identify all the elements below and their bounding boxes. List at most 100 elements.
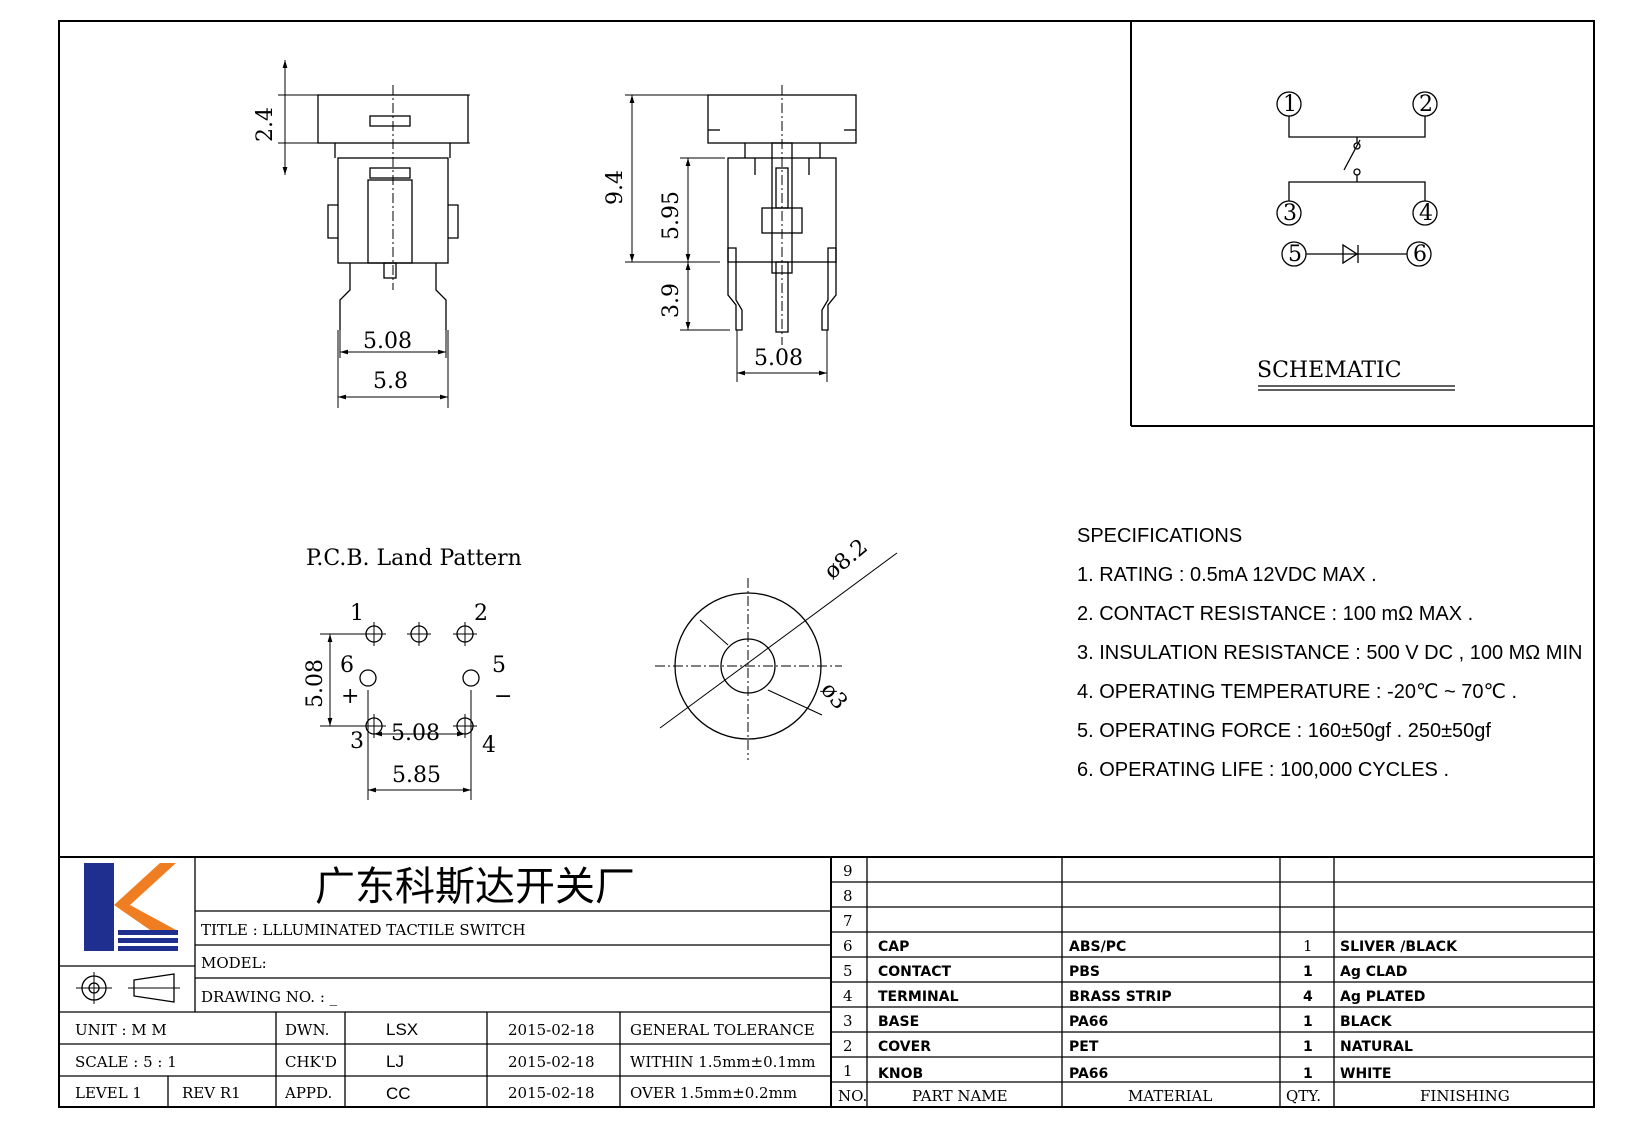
- drawing-number-field: DRAWING NO. : _: [201, 988, 338, 1006]
- bom-finish: SLIVER /BLACK: [1340, 939, 1458, 955]
- level-label: LEVEL 1: [75, 1084, 142, 1102]
- bom-no: 3: [843, 1012, 853, 1030]
- chk-label: CHK'D: [285, 1053, 337, 1071]
- dim-side-pitch: 5.08: [754, 346, 803, 371]
- bom-header-part: PART NAME: [912, 1087, 1008, 1105]
- logo-stripe-3: [118, 946, 178, 951]
- bom-no: 6: [843, 937, 853, 955]
- spec-item-6: 6. OPERATING LIFE : 100,000 CYCLES .: [1077, 759, 1449, 781]
- spec-item-1: 1. RATING : 0.5mA 12VDC MAX .: [1077, 564, 1377, 586]
- bom-qty: 1: [1303, 1039, 1313, 1055]
- dim-pin-length: 3.9: [659, 283, 684, 318]
- pcb-minus: −: [494, 684, 512, 709]
- bom-no: 4: [843, 987, 853, 1005]
- bom-material: ABS/PC: [1069, 939, 1126, 955]
- bom-header-finishing: FINISHING: [1420, 1087, 1510, 1105]
- chk-date: 2015-02-18: [508, 1053, 594, 1071]
- top-view: ø8.2 ø3: [655, 534, 898, 760]
- bom-finish: WHITE: [1340, 1066, 1391, 1082]
- unit-label: UNIT : M M: [75, 1021, 167, 1039]
- schematic-title: SCHEMATIC: [1257, 358, 1402, 383]
- bom-material: PA66: [1069, 1066, 1108, 1082]
- spec-heading: SPECIFICATIONS: [1077, 525, 1242, 547]
- bom-no: 9: [843, 862, 853, 880]
- bom-qty: 1: [1303, 937, 1313, 955]
- dim-total-height: 9.4: [603, 170, 628, 205]
- sch-pin-5: 5: [1288, 242, 1302, 267]
- pcb-land-pattern: P.C.B. Land Pattern 1 2 3 4 5 6 + − 5.08…: [303, 546, 522, 800]
- pcb-pin-6: 6: [340, 653, 354, 678]
- bom-header-material: MATERIAL: [1128, 1087, 1212, 1105]
- dwn-label: DWN.: [285, 1021, 329, 1039]
- tolerance-over: OVER 1.5mm±0.2mm: [630, 1084, 797, 1102]
- company-name: 广东科斯达开关厂: [315, 864, 635, 910]
- bom-part: BASE: [878, 1014, 919, 1030]
- pcb-pin-3: 3: [350, 729, 364, 754]
- bom-no: 8: [843, 887, 853, 905]
- bom-material: BRASS STRIP: [1069, 989, 1172, 1005]
- specifications: SPECIFICATIONS 1. RATING : 0.5mA 12VDC M…: [1077, 525, 1582, 781]
- model-field: MODEL:: [201, 954, 267, 972]
- tolerance-within: WITHIN 1.5mm±0.1mm: [630, 1053, 815, 1071]
- bom-part: KNOB: [878, 1066, 923, 1082]
- bom-row: 8: [843, 887, 853, 905]
- pcb-horizontal-pitch: 5.08: [391, 721, 440, 746]
- bom-finish: Ag PLATED: [1340, 989, 1425, 1005]
- appd-date: 2015-02-18: [508, 1084, 594, 1102]
- spec-item-2: 2. CONTACT RESISTANCE : 100 mΩ MAX .: [1077, 603, 1473, 625]
- sch-pin-1: 1: [1283, 92, 1297, 117]
- bom-finish: NATURAL: [1340, 1039, 1413, 1055]
- bom-material: PBS: [1069, 964, 1100, 980]
- dim-cap-height: 2.4: [253, 107, 278, 142]
- spec-item-4: 4. OPERATING TEMPERATURE : -20℃ ~ 70℃ .: [1077, 681, 1517, 703]
- bom-finish: BLACK: [1340, 1014, 1393, 1030]
- projection-symbol: [76, 972, 180, 1004]
- logo-stripe-2: [118, 938, 178, 943]
- appd-name: CC: [386, 1084, 411, 1103]
- bom-row: 9: [843, 862, 853, 880]
- tolerance-title: GENERAL TOLERANCE: [630, 1021, 815, 1039]
- logo-bar-blue: [84, 863, 114, 951]
- bom-part: CONTACT: [878, 964, 951, 980]
- bom-row: 4 TERMINAL BRASS STRIP 4 Ag PLATED: [843, 987, 1425, 1005]
- drawing-title: TITLE : LLLUMINATED TACTILE SWITCH: [201, 921, 526, 939]
- dwn-name: LSX: [386, 1020, 418, 1039]
- title-block: 广东科斯达开关厂 TITLE : LLLUMINATED TACTILE SWI…: [59, 856, 1594, 1107]
- sch-pin-6: 6: [1413, 242, 1427, 267]
- dim-body-width: 5.8: [373, 369, 408, 394]
- dwn-date: 2015-02-18: [508, 1021, 594, 1039]
- sch-pin-3: 3: [1283, 201, 1297, 226]
- bom-qty: 1: [1303, 1066, 1313, 1082]
- bom-row: 7: [843, 912, 853, 930]
- bom-row: 5 CONTACT PBS 1 Ag CLAD: [843, 962, 1407, 980]
- bom-header-no: NO.: [838, 1087, 867, 1105]
- bom-no: 2: [843, 1037, 853, 1055]
- pcb-plus: +: [341, 684, 359, 709]
- logo-stripe-1: [118, 930, 178, 935]
- bom-no: 5: [843, 962, 853, 980]
- bom-row: 1 KNOB PA66 1 WHITE: [843, 1062, 1391, 1082]
- bom-finish: Ag CLAD: [1340, 964, 1407, 980]
- bom-no: 7: [843, 912, 853, 930]
- pcb-pin-5: 5: [492, 653, 506, 678]
- pcb-pin-2: 2: [474, 601, 488, 626]
- bom-row: 2 COVER PET 1 NATURAL: [843, 1037, 1413, 1055]
- rev-label: REV R1: [182, 1084, 241, 1102]
- spec-item-5: 5. OPERATING FORCE : 160±50gf . 250±50gf: [1077, 720, 1491, 742]
- sheet-border: [58, 20, 1595, 1108]
- bom-material: PET: [1069, 1039, 1099, 1055]
- logo-chevron-orange: [114, 863, 176, 930]
- bom-qty: 1: [1303, 964, 1313, 980]
- bom-qty: 4: [1303, 989, 1313, 1005]
- bom-qty: 1: [1303, 1014, 1313, 1030]
- pcb-vertical-pitch: 5.08: [303, 659, 328, 708]
- dim-front-pitch: 5.08: [363, 329, 412, 354]
- side-view: 9.4 5.95 3.9 5.08: [603, 85, 857, 382]
- appd-label: APPD.: [284, 1084, 332, 1102]
- front-view: 2.4 5.08 5.8: [253, 60, 470, 408]
- bom-material: PA66: [1069, 1014, 1108, 1030]
- bom-part: CAP: [878, 939, 909, 955]
- schematic-panel: 1 2 3 4 5 6 SCHEMATIC: [1130, 21, 1594, 427]
- dim-body-height: 5.95: [659, 191, 684, 240]
